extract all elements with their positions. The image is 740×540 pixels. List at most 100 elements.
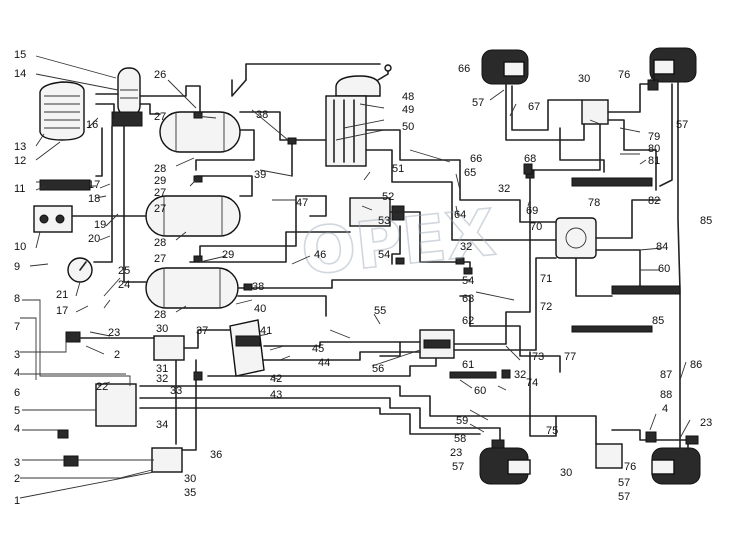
callout: 28 (154, 163, 166, 175)
callout: 48 (402, 91, 414, 103)
callout: 4 (14, 367, 20, 379)
callout: 78 (588, 197, 600, 209)
callout: 73 (532, 351, 544, 363)
brake-chamber-rear-left (479, 447, 531, 485)
air-receiver-2 (145, 195, 241, 237)
callout: 30 (560, 467, 572, 479)
callout: 16 (86, 119, 98, 131)
callout: 85 (652, 315, 664, 327)
callout: 32 (498, 183, 510, 195)
air-receiver-3 (145, 267, 239, 309)
callout: 66 (458, 63, 470, 75)
brake-chamber-front-left (481, 49, 529, 85)
callout: 64 (454, 209, 466, 221)
callout: 57 (452, 461, 464, 473)
callout: 23 (700, 417, 712, 429)
callout: 68 (524, 153, 536, 165)
callout: 11 (14, 183, 25, 195)
callout: 35 (184, 487, 196, 499)
condensate-separator (36, 179, 96, 191)
callout: 28 (154, 237, 166, 249)
control-valve-30 (153, 335, 185, 361)
callout: 27 (154, 111, 166, 123)
callout: 54 (378, 249, 390, 261)
callout: 76 (624, 461, 636, 473)
callout: 51 (392, 163, 404, 175)
callout: 65 (464, 167, 476, 179)
callout: 2 (114, 349, 120, 361)
callout: 23 (450, 447, 462, 459)
callout: 3 (14, 349, 20, 361)
callout: 29 (154, 175, 166, 187)
callout-labels: 15 14 13 12 16 11 17 18 10 19 20 9 21 17… (14, 49, 712, 507)
electrical-wiring (19, 299, 155, 499)
callout: 21 (56, 289, 68, 301)
callout: 27 (154, 203, 166, 215)
callout: 67 (528, 101, 540, 113)
brake-valve-main (325, 64, 392, 167)
callout: 53 (378, 215, 390, 227)
callout: 71 (540, 273, 552, 285)
callout: 66 (470, 153, 482, 165)
valve-76-top (581, 99, 609, 125)
pressure-regulator (33, 205, 73, 233)
coupling-heads-left (57, 331, 81, 467)
callout: 17 (88, 179, 100, 191)
callout: 42 (270, 373, 282, 385)
callout: 62 (462, 315, 474, 327)
callout: 57 (618, 477, 630, 489)
brake-regulator-69 (555, 217, 597, 259)
callout: 32 (460, 241, 472, 253)
callout: 56 (372, 363, 384, 375)
callout: 80 (648, 143, 660, 155)
callout: 46 (314, 249, 326, 261)
callout: 19 (94, 219, 106, 231)
callout: 33 (170, 385, 182, 397)
callout: 50 (402, 121, 414, 133)
callout: 27 (154, 187, 166, 199)
callout: 2 (14, 473, 20, 485)
callout: 88 (660, 389, 672, 401)
callout: 63 (462, 293, 474, 305)
callout: 81 (648, 155, 660, 167)
callout: 20 (88, 233, 100, 245)
callout: 31 (156, 363, 168, 375)
callout: 74 (526, 377, 538, 389)
callout: 45 (312, 343, 324, 355)
callout: 55 (374, 305, 386, 317)
callout: 47 (296, 197, 308, 209)
valve-76-bottom (595, 443, 623, 469)
callout: 4 (662, 403, 668, 415)
callout: 70 (530, 221, 542, 233)
brake-chamber-rear-right (651, 447, 701, 485)
callout: 60 (474, 385, 486, 397)
callout: 79 (648, 131, 660, 143)
callout: 44 (318, 357, 330, 369)
callout: 40 (254, 303, 266, 315)
control-valve-35 (151, 447, 183, 473)
callout: 57 (618, 491, 630, 503)
pressure-gauge (67, 257, 93, 283)
callout: 24 (118, 279, 130, 291)
callout: 82 (648, 195, 660, 207)
callout: 17 (56, 305, 68, 317)
callout: 30 (156, 323, 168, 335)
callout: 14 (14, 68, 26, 80)
callout: 12 (14, 155, 26, 167)
callout: 59 (456, 415, 468, 427)
callout: 37 (196, 325, 208, 337)
callout: 58 (454, 433, 466, 445)
callout: 61 (462, 359, 474, 371)
callout: 30 (184, 473, 196, 485)
callout: 30 (578, 73, 590, 85)
callout: 38 (256, 109, 268, 121)
callout: 49 (402, 104, 414, 116)
callout: 6 (14, 387, 20, 399)
callout: 77 (564, 351, 576, 363)
callout: 34 (156, 419, 168, 431)
callout: 10 (14, 241, 26, 253)
callout: 4 (650, 73, 656, 85)
callout: 39 (254, 169, 266, 181)
